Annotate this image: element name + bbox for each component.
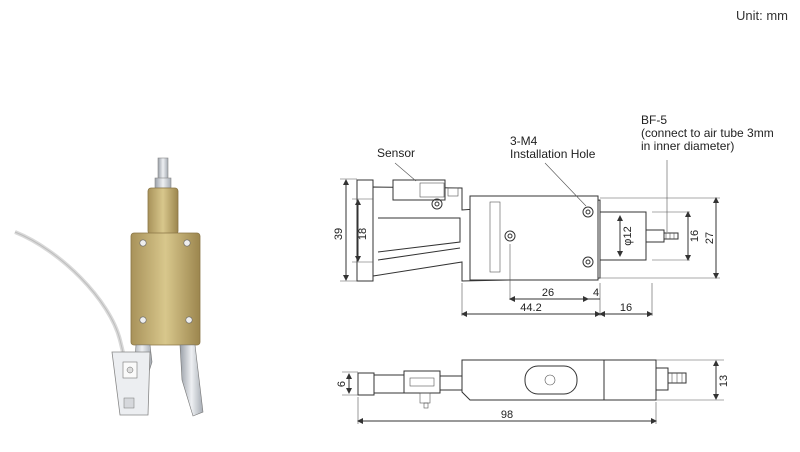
cylinder xyxy=(147,187,179,235)
callout-bf-line2: (connect to air tube 3mm xyxy=(641,126,774,140)
jaw-right xyxy=(179,344,204,417)
sensor-cable xyxy=(14,230,129,386)
gripper-photo xyxy=(14,157,204,417)
callout-sensor: Sensor xyxy=(377,146,415,160)
dim-26: 26 xyxy=(542,287,554,299)
dim-39: 39 xyxy=(333,228,345,240)
dim-13: 13 xyxy=(718,375,730,387)
unit-label: Unit: mm xyxy=(736,8,788,23)
sensor-clip xyxy=(111,351,151,416)
dim-16-right: 16 xyxy=(689,230,701,242)
dim-6: 6 xyxy=(336,381,348,387)
air-fitting xyxy=(157,157,169,181)
top-view: 39 18 26 4 44.2 16 φ12 16 27 xyxy=(333,160,720,317)
dim-16-bottom: 16 xyxy=(620,302,632,314)
callout-bf-line3: in inner diameter) xyxy=(641,139,734,153)
screw-icon xyxy=(139,239,147,247)
gripper-body xyxy=(130,232,201,346)
screw-icon xyxy=(185,316,193,324)
side-view: 6 13 98 xyxy=(336,359,730,424)
callout-hole-line2: Installation Hole xyxy=(510,147,596,161)
callout-bf-line1: BF-5 xyxy=(641,113,667,127)
dim-27: 27 xyxy=(704,232,716,244)
screw-icon xyxy=(183,239,191,247)
dim-4: 4 xyxy=(593,287,599,299)
callout-hole-line1: 3-M4 xyxy=(510,134,538,148)
dim-44-2: 44.2 xyxy=(520,302,541,314)
screw-icon xyxy=(139,316,147,324)
dim-18: 18 xyxy=(357,228,369,240)
dim-98: 98 xyxy=(501,409,513,421)
dim-phi12: φ12 xyxy=(622,226,634,245)
